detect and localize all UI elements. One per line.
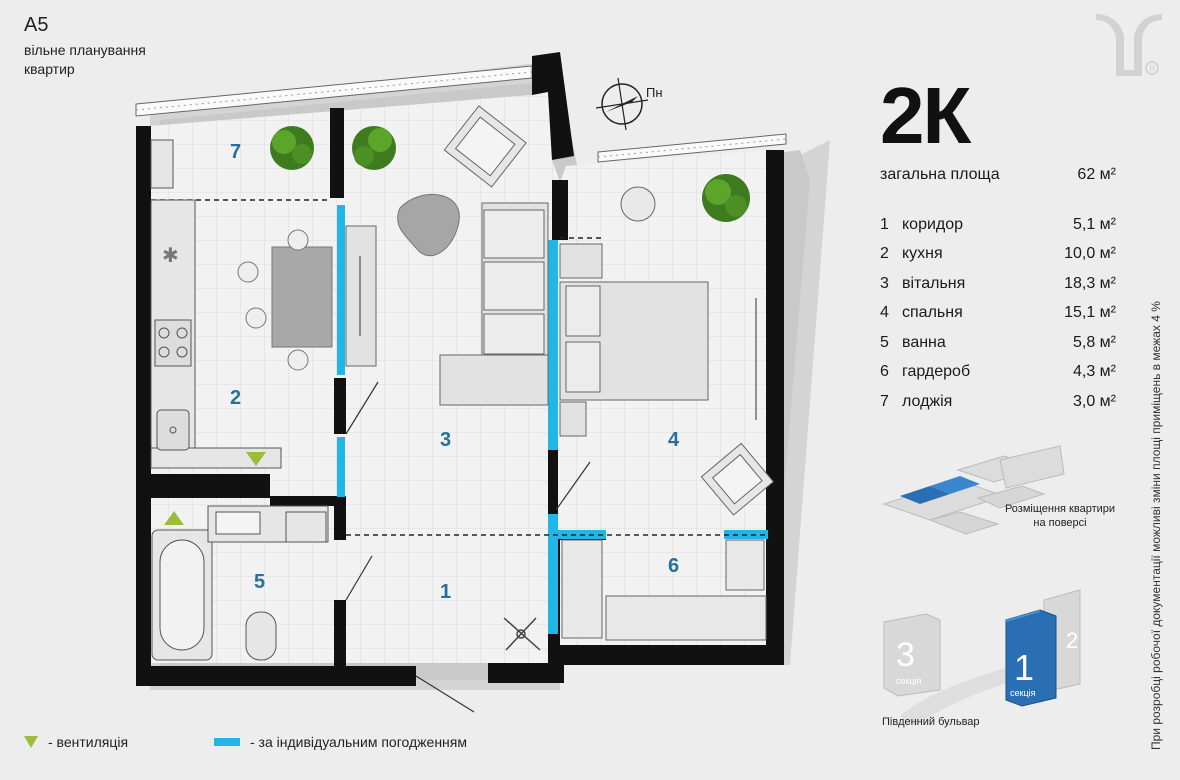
section-2-number: 2: [1066, 628, 1078, 653]
floor-location-label: Розміщення квартири на поверсі: [1004, 503, 1116, 529]
total-area-label: загальна площа: [880, 166, 1000, 183]
hallway-hanger: [503, 617, 541, 651]
section-1-number: 1: [1014, 647, 1034, 688]
room-row: 1 коридор 5,1 м²: [880, 210, 1116, 240]
room-name: спальня: [902, 304, 963, 322]
room-row: 4 спальня 15,1 м²: [880, 299, 1116, 329]
compass-icon: [595, 77, 649, 131]
room-area: 18,3 м²: [1064, 274, 1116, 292]
room-label-6: 6: [668, 555, 679, 577]
room-number: 4: [880, 304, 889, 322]
room-row: 3 вітальня 18,3 м²: [880, 269, 1116, 299]
room-label-5: 5: [254, 571, 265, 593]
sections-map: [883, 589, 1081, 726]
room-label-4: 4: [668, 429, 680, 451]
compass-label: Пн: [646, 85, 663, 100]
room-row: 7 лоджія 3,0 м²: [880, 387, 1116, 417]
room-label-1: 1: [440, 581, 451, 603]
room-name: лоджія: [902, 392, 953, 410]
room-name: гардероб: [902, 363, 971, 381]
agreement-swatch-icon: [214, 738, 240, 746]
room-area: 5,1 м²: [1072, 215, 1116, 233]
area-disclaimer: При розробці робочої документації можлив…: [1149, 301, 1163, 750]
room-number: 7: [880, 392, 889, 410]
floor-location-map: [882, 445, 1065, 535]
bathroom-fixtures: [151, 505, 329, 661]
legend-agreement-text: - за індивідуальним погодженням: [250, 734, 467, 750]
room-list: 1 коридор 5,1 м² 2 кухня 10,0 м² 3 вітал…: [880, 210, 1116, 417]
room-label-2: 2: [230, 387, 241, 409]
svg-text:✱: ✱: [162, 245, 179, 267]
dining-table: [237, 229, 333, 371]
living-furniture: [345, 105, 549, 406]
apartment-code: А5: [24, 14, 49, 36]
room-area: 15,1 м²: [1064, 304, 1116, 322]
wardrobe: [561, 539, 767, 641]
ventilation-icons: [164, 452, 266, 525]
total-area: загальна площа 62 м²: [880, 166, 1116, 184]
room-row: 6 гардероб 4,3 м²: [880, 358, 1116, 388]
room-name: коридор: [902, 215, 964, 233]
room-label-3: 3: [440, 429, 451, 451]
apartment-header: А5 вільне планування квартир: [24, 14, 174, 79]
room-area: 3,0 м²: [1072, 392, 1116, 410]
legend-ventilation: - вентиляція: [24, 734, 128, 750]
apartment-type: 2К: [880, 71, 971, 160]
ventilation-icon: [24, 736, 38, 748]
room-labels: 7 2 3 4 6 5 1: [230, 141, 680, 603]
section-3-word: секція: [896, 676, 922, 686]
doors: [345, 381, 591, 713]
total-area-value: 62 м²: [1077, 166, 1116, 183]
room-name: кухня: [902, 245, 943, 263]
room-area: 10,0 м²: [1064, 245, 1116, 263]
room-number: 6: [880, 363, 889, 381]
room-area: 5,8 м²: [1072, 333, 1116, 351]
room-number: 3: [880, 274, 889, 292]
road-label: Південний бульвар: [882, 716, 980, 728]
plant-icons: [270, 126, 750, 222]
room-label-7: 7: [230, 141, 241, 163]
legend-agreement: - за індивідуальним погодженням: [214, 734, 467, 750]
svg-text:R: R: [1150, 65, 1156, 74]
apartment-subtitle: вільне планування квартир: [24, 42, 146, 77]
room-number: 5: [880, 333, 889, 351]
bedroom-furniture: [559, 186, 775, 516]
room-area: 4,3 м²: [1072, 363, 1116, 381]
room-row: 5 ванна 5,8 м²: [880, 328, 1116, 358]
section-1-word: секція: [1010, 688, 1036, 698]
room-name: ванна: [902, 333, 946, 351]
room-number: 1: [880, 215, 889, 233]
room-name: вітальня: [902, 274, 966, 292]
room-row: 2 кухня 10,0 м²: [880, 240, 1116, 270]
section-3-number: 3: [896, 636, 915, 674]
brand-logo: R: [1096, 14, 1162, 76]
window-strip-right: [597, 133, 787, 163]
room-number: 2: [880, 245, 889, 263]
legend-ventilation-text: - вентиляція: [48, 734, 129, 750]
